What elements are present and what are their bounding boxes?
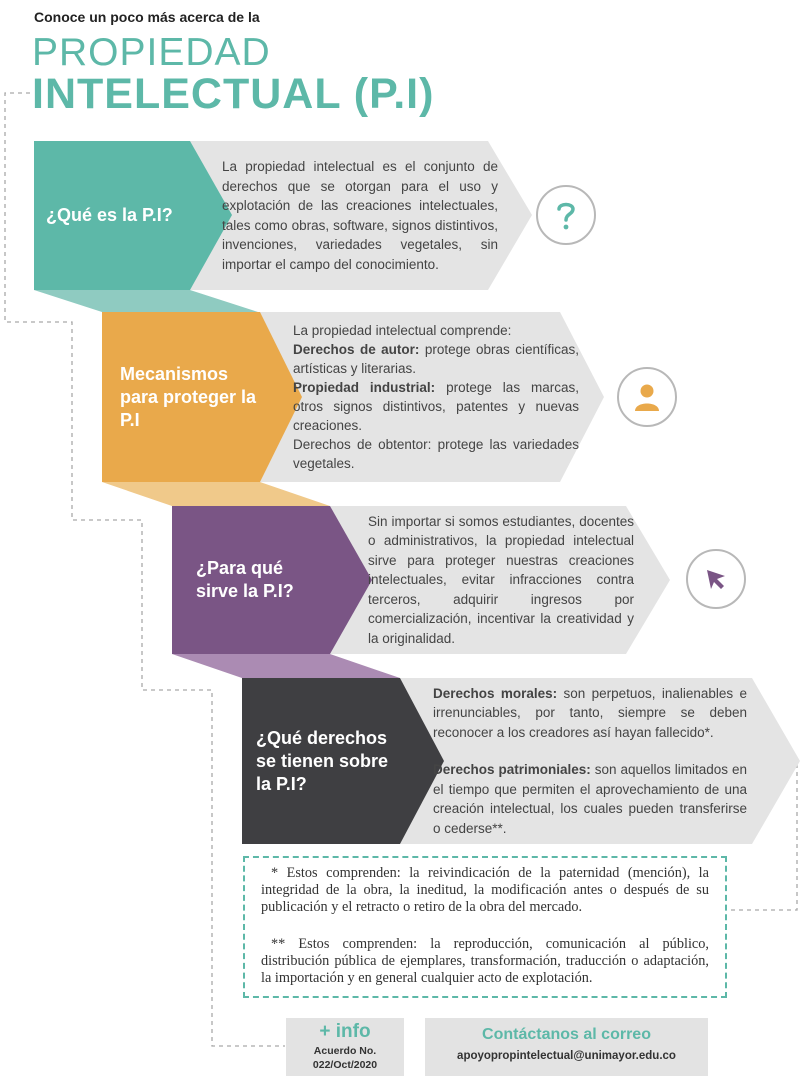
desc-2-paragraph-2: Derechos de autor: protege obras científ… [293,342,579,376]
user-icon [617,367,677,427]
section-desc-2: La propiedad intelectual comprende: Dere… [293,312,579,482]
section-desc-3: Sin importar si somos estudiantes, docen… [368,506,634,654]
connector-2 [102,482,330,506]
connector-3 [172,654,400,678]
section-desc-1: La propiedad intelectual es el conjunto … [222,141,498,290]
desc-2-paragraph-3: Propiedad industrial: protege las marcas… [293,380,579,433]
info-agreement-date: 022/Oct/2020 [312,1059,378,1071]
desc-2-paragraph-4: Derechos de obtentor: protege las varied… [293,437,579,471]
connector-1 [34,290,258,312]
label-arrow-2 [102,312,302,482]
desc-arrow-4 [398,678,800,844]
desc-1-paragraph: La propiedad intelectual es el conjunto … [222,159,498,272]
desc-arrow-2 [258,312,604,482]
dashed-guide-line [4,92,285,1047]
desc-2-paragraph-1: La propiedad intelectual comprende: [293,323,512,338]
label-arrow-4 [242,678,444,844]
note-patrimonial-rights: ** Estos comprenden: la reproducción, co… [261,936,709,986]
label-arrow-1 [34,141,232,290]
desc-arrow-1 [188,141,532,290]
section-desc-4: Derechos morales: son perpetuos, inalien… [433,678,747,844]
page-title-line1: PROPIEDAD [32,31,271,74]
contact-email[interactable]: apoyopropintelectual@unimayor.edu.co [457,1050,676,1062]
desc-4-paragraph-1: Derechos morales: son perpetuos, inalien… [433,685,747,740]
contact-box: Contáctanos al correo apoyopropintelectu… [425,1018,708,1076]
question-icon [536,185,596,245]
desc-4-paragraph-2: Derechos patrimoniales: son aquellos lim… [433,762,747,836]
contact-title: Contáctanos al correo [482,1026,651,1043]
section-label-3: ¿Para qué sirve la P.I? [196,558,294,601]
section-label-1: ¿Qué es la P.I? [46,205,173,225]
desc-arrow-3 [328,506,670,654]
section-label-2: Mecanismos para proteger la P.I [120,363,257,430]
label-arrow-3 [172,506,372,654]
page-title-line2: INTELECTUAL (P.I) [32,70,435,118]
dashed-guide-line-right [722,761,798,911]
info-title: + info [319,1021,371,1042]
section-label-4: ¿Qué derechos se tienen sobre la P.I? [256,727,389,794]
desc-3-paragraph: Sin importar si somos estudiantes, docen… [368,513,634,646]
cursor-icon [686,549,746,609]
info-box: + info Acuerdo No. 022/Oct/2020 [286,1018,404,1076]
info-agreement-label: Acuerdo No. [313,1045,377,1057]
header-kicker: Conoce un poco más acerca de la [34,9,260,25]
note-moral-rights: * Estos comprenden: la reivindicación de… [261,865,709,915]
notes-box: * Estos comprenden: la reivindicación de… [243,856,727,998]
